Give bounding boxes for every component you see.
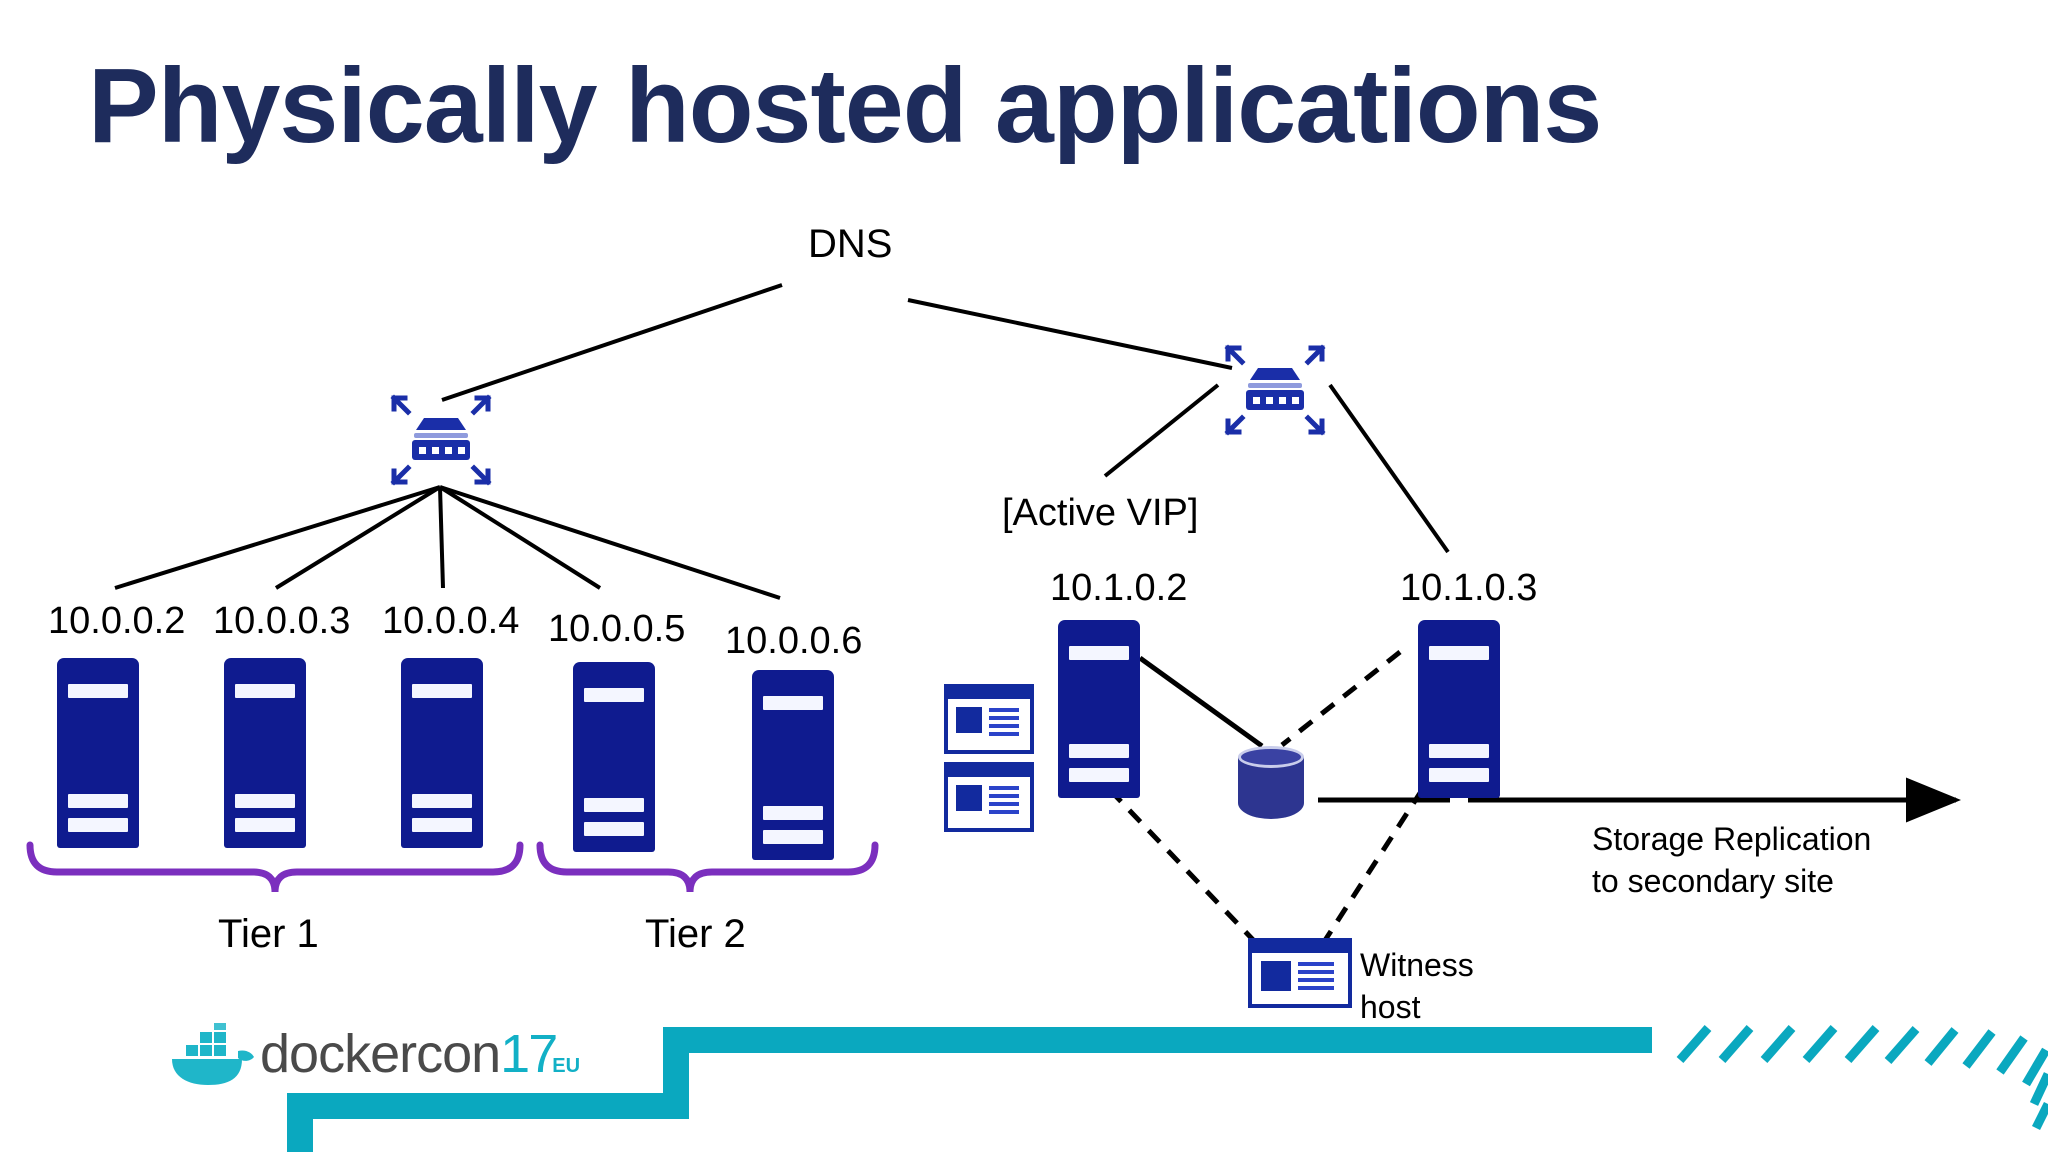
server-bay-low: [68, 818, 128, 832]
window-text-line: [1298, 962, 1334, 966]
window-titlebar: [948, 766, 1030, 777]
server-bay-top: [763, 696, 823, 710]
line-server-b-to-storage: [1280, 650, 1402, 747]
server-bay-mid: [68, 794, 128, 808]
server-bay-top: [1429, 646, 1489, 660]
tier-label-1: Tier 1: [218, 912, 319, 956]
client-workstation-2[interactable]: [944, 762, 1034, 832]
server-bay-low: [1069, 768, 1129, 782]
window-text-line: [989, 708, 1019, 712]
window-text-line: [989, 802, 1019, 806]
line-dns-to-lb-right: [907, 298, 1233, 370]
cylinder-top: [1238, 746, 1304, 768]
window-thumbnail: [956, 707, 982, 733]
ip-label-10-0-0-2: 10.0.0.2: [48, 600, 186, 642]
window-text-line: [1298, 970, 1334, 974]
window-titlebar: [1252, 942, 1348, 953]
server-bay-mid: [1429, 744, 1489, 758]
window-text-line: [989, 810, 1019, 814]
dns-label: DNS: [808, 222, 893, 266]
server-bay-low: [763, 830, 823, 844]
server-10-0-0-4[interactable]: [401, 658, 483, 848]
storage-replication-label-line2: to secondary site: [1592, 863, 1834, 899]
dockercon-region: EU: [552, 1055, 581, 1077]
line-lb-to-server-1: [114, 485, 441, 590]
ip-label-10-1-0-3: 10.1.0.3: [1400, 567, 1538, 609]
server-bay-mid: [584, 798, 644, 812]
line-lb-to-server-2: [274, 485, 442, 590]
server-10-0-0-5[interactable]: [573, 662, 655, 852]
ip-label-10-1-0-2: 10.1.0.2: [1050, 567, 1188, 609]
line-lb-to-server-10-1-0-3: [1328, 383, 1450, 554]
dockercon-wordmark: dockercon: [260, 1024, 501, 1084]
line-lb-to-server-5: [439, 485, 781, 600]
window-text-line: [989, 716, 1019, 720]
server-bay-mid: [1069, 744, 1129, 758]
server-10-0-0-2[interactable]: [57, 658, 139, 848]
server-bay-low: [584, 822, 644, 836]
server-bay-low: [235, 818, 295, 832]
window-text-line: [1298, 978, 1334, 982]
ip-label-10-0-0-3: 10.0.0.3: [213, 600, 351, 642]
page-title: Physically hosted applications: [88, 47, 1602, 165]
server-bay-mid: [412, 794, 472, 808]
window-thumbnail: [1261, 961, 1291, 991]
witness-host-icon[interactable]: [1248, 938, 1352, 1008]
window-text-line: [989, 732, 1019, 736]
server-10-0-0-6[interactable]: [752, 670, 834, 860]
window-text-line: [989, 724, 1019, 728]
window-text-line: [1298, 986, 1334, 990]
ip-label-10-0-0-4: 10.0.0.4: [382, 600, 520, 642]
server-bay-mid: [763, 806, 823, 820]
witness-host-label-line1: Witness: [1360, 947, 1474, 983]
active-vip-label: [Active VIP]: [1002, 492, 1199, 534]
load-balancer-icon-left[interactable]: [386, 392, 496, 488]
server-bay-low: [412, 818, 472, 832]
server-10-1-0-2[interactable]: [1058, 620, 1140, 798]
line-lb-to-server-4: [438, 485, 602, 590]
client-workstation-1[interactable]: [944, 684, 1034, 754]
server-bay-top: [412, 684, 472, 698]
load-balancer-icon-right[interactable]: [1220, 342, 1330, 438]
footer-dash-trail: [1676, 1025, 2048, 1131]
line-server-b-to-witness: [1319, 788, 1425, 947]
line-dns-to-lb-left: [441, 283, 783, 402]
bracket-tier-1: [26, 841, 524, 893]
server-bay-low: [1429, 768, 1489, 782]
ip-label-10-0-0-6: 10.0.0.6: [725, 620, 863, 662]
docker-whale-icon: [172, 1023, 254, 1085]
dockercon-logo: dockercon 17 EU: [168, 1022, 580, 1086]
line-server-a-to-witness: [1108, 788, 1260, 947]
server-bay-top: [235, 684, 295, 698]
server-bay-mid: [235, 794, 295, 808]
server-bay-top: [68, 684, 128, 698]
window-thumbnail: [956, 785, 982, 811]
window-text-line: [989, 786, 1019, 790]
line-lb-to-vip: [1103, 383, 1220, 478]
ip-label-10-0-0-5: 10.0.0.5: [548, 608, 686, 650]
storage-replication-label-line1: Storage Replication: [1592, 821, 1872, 857]
dockercon-year: 17: [500, 1024, 558, 1084]
server-bay-top: [584, 688, 644, 702]
server-10-1-0-3[interactable]: [1418, 620, 1500, 798]
tier-label-2: Tier 2: [645, 912, 746, 956]
server-10-0-0-3[interactable]: [224, 658, 306, 848]
window-titlebar: [948, 688, 1030, 699]
line-server-a-to-storage: [1138, 655, 1264, 749]
window-text-line: [989, 794, 1019, 798]
witness-host-label-line2: host: [1360, 989, 1421, 1025]
shared-storage-icon[interactable]: [1238, 746, 1304, 828]
line-lb-to-server-3: [438, 486, 445, 589]
server-bay-top: [1069, 646, 1129, 660]
